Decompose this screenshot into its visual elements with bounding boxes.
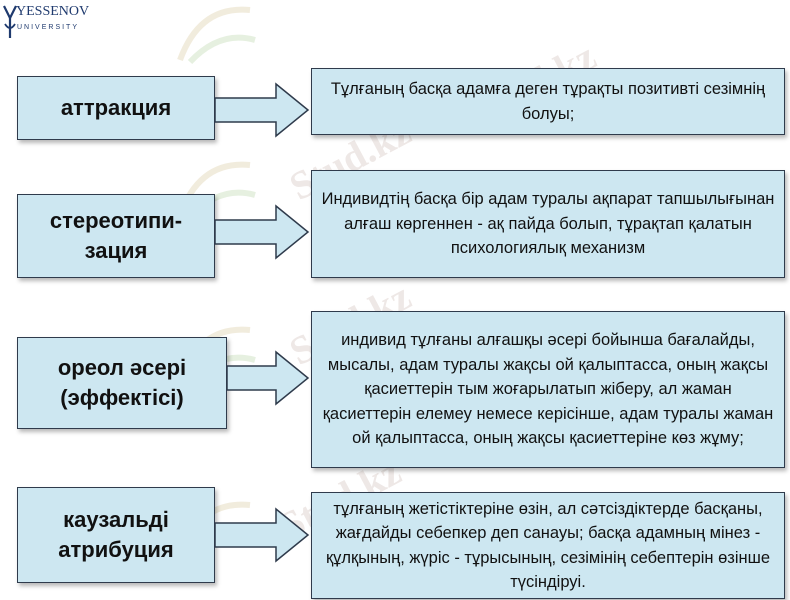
university-emblem-icon <box>3 5 17 38</box>
description-box-halo-effect: индивид тұлғаны алғашқы әсері бойынша ба… <box>311 311 785 468</box>
term-box-attraction: аттракция <box>17 76 215 140</box>
arrow-right-icon <box>214 204 310 260</box>
university-logo: YESSENOV UNIVERSITY <box>0 0 90 44</box>
logo-subtitle: UNIVERSITY <box>17 24 80 31</box>
arrow-right-icon <box>214 507 310 563</box>
description-box-causal-attribution: тұлғаның жетістіктеріне өзін, ал сәтсізд… <box>311 492 785 599</box>
arrow-right-icon <box>214 82 310 138</box>
watermark-logo-icon <box>177 6 256 65</box>
description-box-stereotypization: Индивидтің басқа бір адам туралы ақпарат… <box>311 170 785 278</box>
logo-name: YESSENOV <box>16 4 90 19</box>
term-box-halo-effect: ореол әсері (эффектісі) <box>17 337 227 429</box>
arrow-right-icon <box>226 350 310 406</box>
term-box-stereotypization: стереотипи-зация <box>17 194 215 278</box>
term-box-causal-attribution: каузальді атрибуция <box>17 487 215 583</box>
description-box-attraction: Тұлғаның басқа адамға деген тұрақты пози… <box>311 68 785 135</box>
